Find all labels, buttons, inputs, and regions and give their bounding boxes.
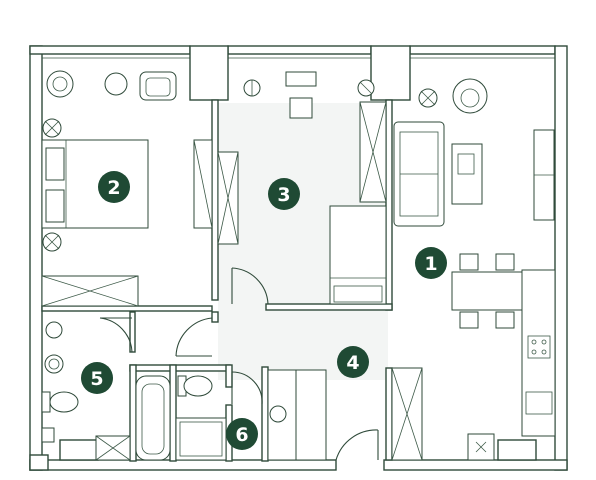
- room-badge-3-label: 3: [277, 184, 290, 206]
- room-badge-1: 1: [415, 247, 447, 279]
- room-badge-1-label: 1: [424, 253, 437, 275]
- room-badge-6-label: 6: [235, 424, 248, 446]
- room-3-furniture: [217, 71, 387, 305]
- bedroom-furniture: [41, 70, 213, 307]
- corridor-furniture: [267, 367, 423, 461]
- room-badge-4: 4: [337, 346, 369, 378]
- room-badge-5-label: 5: [90, 368, 103, 390]
- bathroom-6-fixtures: [175, 375, 287, 461]
- room-badge-5: 5: [81, 362, 113, 394]
- room-badge-2-label: 2: [107, 177, 120, 199]
- bathroom-5-fixtures: [41, 321, 171, 461]
- room-badge-6: 6: [226, 418, 258, 450]
- interior-walls: [41, 99, 393, 462]
- doors: [99, 267, 379, 461]
- room-badge-4-label: 4: [346, 352, 359, 374]
- room-badge-2: 2: [98, 171, 130, 203]
- living-room-furniture: [393, 78, 556, 461]
- room-badge-3: 3: [268, 178, 300, 210]
- outer-walls: [29, 45, 568, 471]
